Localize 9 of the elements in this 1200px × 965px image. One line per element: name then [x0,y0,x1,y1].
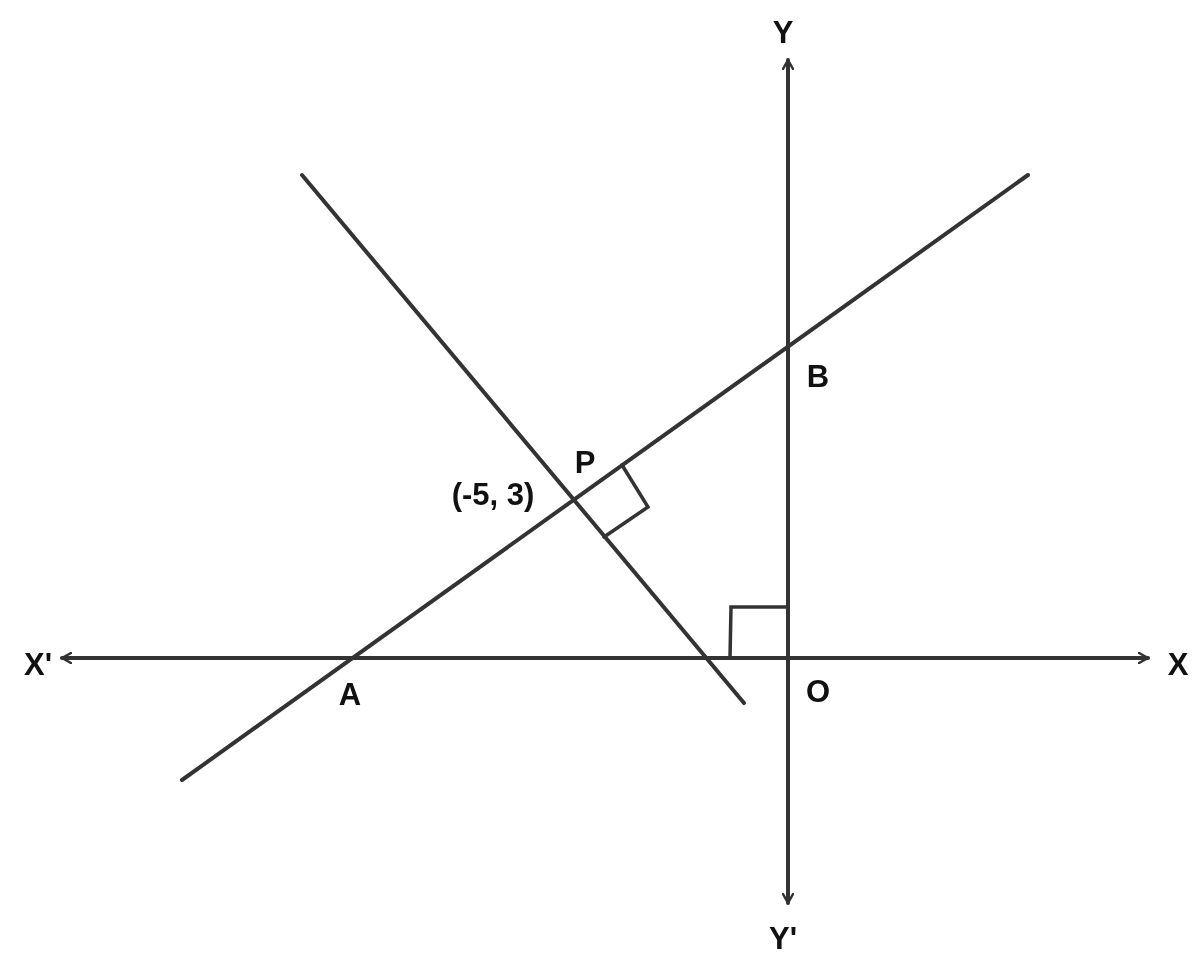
point-label: A [338,678,362,710]
axis-label: X' [23,648,53,680]
point-label: P [574,446,596,478]
axis-label: Y [772,16,794,48]
point-label: B [806,360,830,392]
coordinate-label: (-5, 3) [451,478,535,510]
axis-label: X [1167,648,1189,680]
axis-label: Y' [768,922,798,954]
point-label: O [805,675,831,707]
